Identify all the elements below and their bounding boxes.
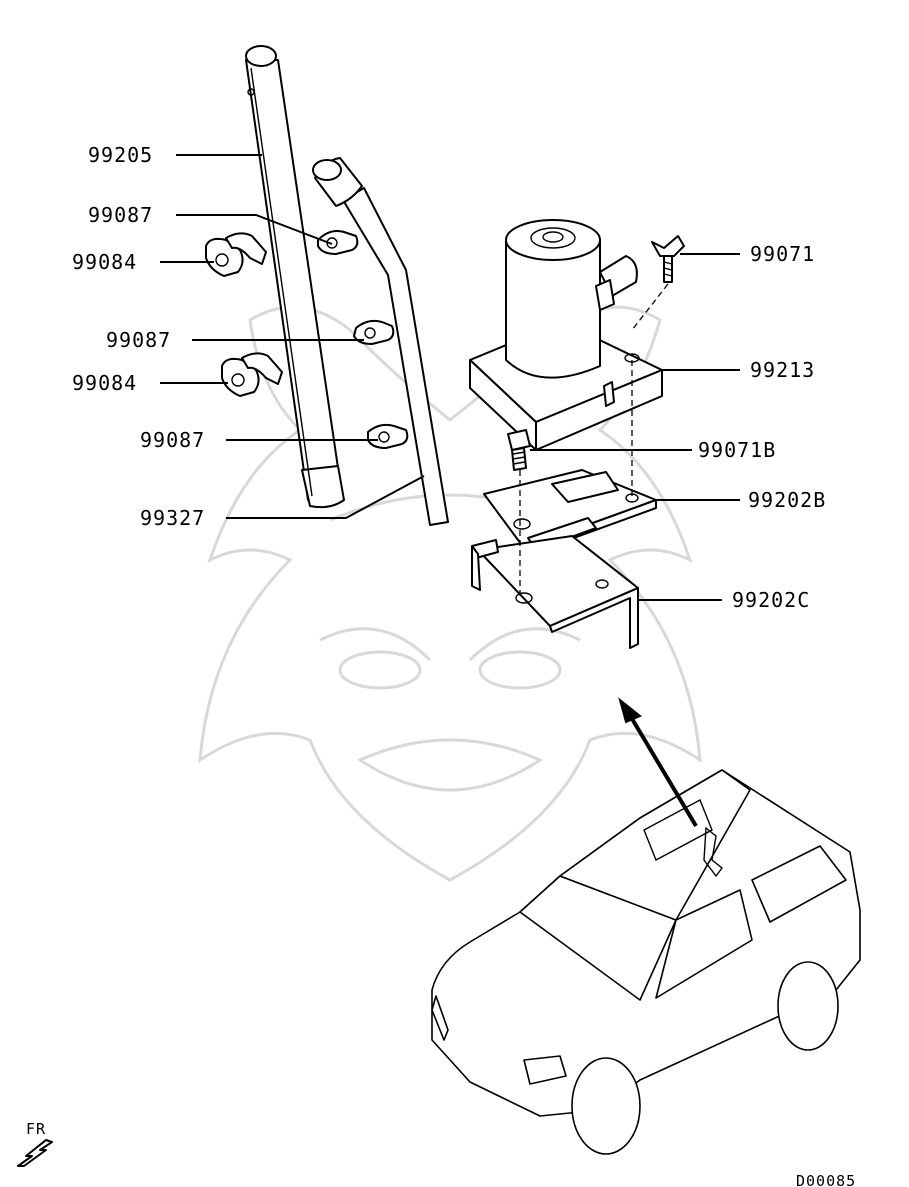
- part-99084-bracket-2: [221, 352, 283, 397]
- diagram-code: D00085: [796, 1172, 856, 1187]
- part-99071b-bolt: [507, 429, 531, 471]
- part-99071-wing-bolt: [651, 235, 685, 283]
- front-direction-label: FR: [26, 1120, 46, 1138]
- location-arrow: [618, 697, 698, 828]
- callout-99084-top: 99084: [72, 250, 137, 274]
- callout-99087-top: 99087: [88, 203, 153, 227]
- callout-99087-bottom: 99087: [140, 428, 205, 452]
- part-99084-bracket-1: [205, 232, 267, 277]
- callout-99071: 99071: [750, 242, 815, 266]
- part-99087-clip-3: [367, 423, 409, 449]
- callout-99213: 99213: [750, 358, 815, 382]
- callout-99202c: 99202C: [732, 588, 810, 612]
- vehicle-illustration: [431, 769, 861, 1155]
- part-99087-clip-2: [353, 319, 395, 345]
- part-99205-tube: [245, 45, 345, 509]
- callout-99071b: 99071B: [698, 438, 776, 462]
- part-99202c-bracket: [471, 535, 639, 649]
- part-99327-hose: [312, 157, 449, 526]
- part-99213-pump-assembly: [469, 219, 663, 451]
- callout-99202b: 99202B: [748, 488, 826, 512]
- alignment-lines: [519, 283, 669, 600]
- callout-99084-bottom: 99084: [72, 371, 137, 395]
- leader-lines: [160, 154, 740, 601]
- callout-99087-middle: 99087: [106, 328, 171, 352]
- front-direction-arrow-icon: [17, 1139, 53, 1167]
- callout-99205: 99205: [88, 143, 153, 167]
- callout-99327: 99327: [140, 506, 205, 530]
- part-99087-clip-1: [317, 230, 359, 255]
